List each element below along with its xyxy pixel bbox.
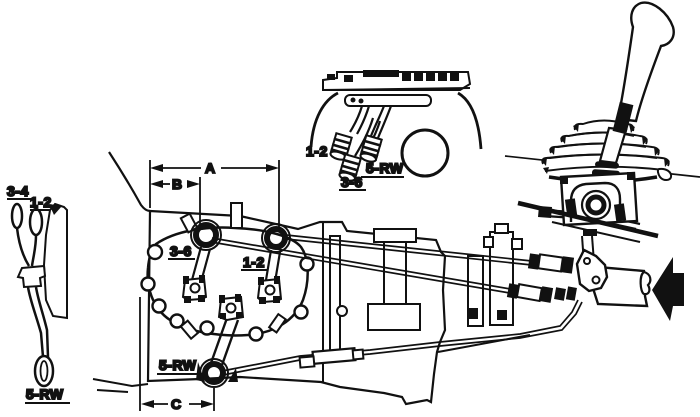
svg-text:1-2: 1-2 bbox=[306, 143, 328, 159]
svg-text:B: B bbox=[172, 176, 183, 192]
svg-text:5-RW: 5-RW bbox=[366, 160, 404, 176]
svg-text:3-4: 3-4 bbox=[7, 183, 29, 199]
svg-text:C: C bbox=[171, 396, 182, 412]
svg-text:1-2: 1-2 bbox=[243, 254, 265, 270]
svg-text:5-RW: 5-RW bbox=[159, 357, 197, 373]
svg-text:3-6: 3-6 bbox=[170, 243, 192, 259]
svg-text:5-RW: 5-RW bbox=[26, 386, 64, 402]
svg-text:3-6: 3-6 bbox=[341, 174, 363, 190]
svg-text:A: A bbox=[205, 160, 216, 176]
svg-text:1-2: 1-2 bbox=[30, 194, 52, 210]
